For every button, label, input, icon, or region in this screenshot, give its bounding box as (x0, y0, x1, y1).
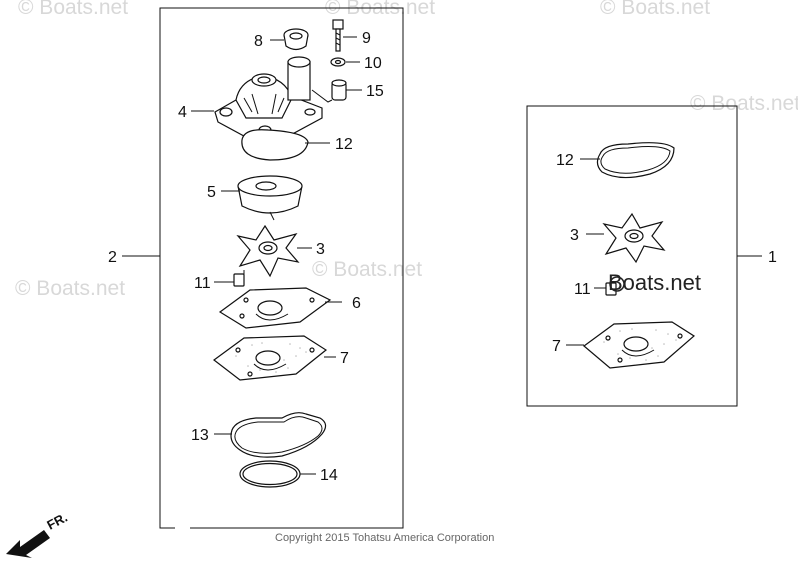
watermark-logo: Boats.net (608, 270, 701, 295)
kit-part-12-o-ring (580, 142, 675, 179)
callout-11-kit: 11 (574, 281, 591, 298)
front-label: FR. (44, 510, 70, 533)
watermark: © Boats.net (325, 0, 435, 19)
callout-12-kit: 12 (556, 152, 574, 169)
part-10-washer (330, 57, 360, 67)
watermark: © Boats.net (600, 0, 710, 19)
callout-7: 7 (340, 350, 349, 367)
part-14-o-ring (239, 460, 316, 488)
kit-part-11-key (594, 282, 617, 296)
part-13-gasket (214, 412, 327, 458)
callout-5: 5 (207, 184, 216, 201)
part-4-pump-housing (191, 56, 333, 143)
part-11-key (214, 270, 245, 287)
watermark: © Boats.net (690, 92, 798, 115)
callout-7-kit: 7 (552, 338, 561, 355)
callout-8: 8 (254, 33, 263, 50)
callout-9: 9 (362, 30, 371, 47)
part-5-liner (221, 175, 303, 221)
callout-3: 3 (316, 241, 325, 258)
part-3-impeller (236, 224, 312, 278)
front-arrow-icon (6, 530, 50, 558)
watermark: © Boats.net (15, 277, 125, 300)
part-12-o-ring (241, 129, 330, 161)
callout-1: 1 (768, 249, 777, 266)
watermark-layer: © Boats.net © Boats.net © Boats.net © Bo… (15, 0, 798, 300)
part-15-sleeve (331, 79, 362, 101)
part-9-bolt (332, 19, 357, 52)
callout-4: 4 (178, 104, 187, 121)
callout-15: 15 (366, 83, 384, 100)
watermark: © Boats.net (312, 258, 422, 281)
kit-part-3-impeller (586, 212, 666, 264)
callout-6: 6 (352, 295, 361, 312)
part-6-plate (218, 287, 342, 329)
callout-14: 14 (320, 467, 338, 484)
copyright-text: Copyright 2015 Tohatsu America Corporati… (275, 532, 494, 544)
callout-3-kit: 3 (570, 227, 579, 244)
watermark: © Boats.net (18, 0, 128, 19)
front-direction-indicator: FR. (6, 510, 70, 558)
kit-frame-left (159, 7, 404, 529)
callout-labels: 1 2 3 3 4 5 6 7 7 8 9 10 11 11 12 12 13 … (108, 30, 777, 484)
callout-10: 10 (364, 55, 382, 72)
callout-12: 12 (335, 136, 353, 153)
callout-11: 11 (194, 275, 211, 292)
callout-13: 13 (191, 427, 209, 444)
watermark-logo-mark (609, 276, 625, 292)
kit-part-7-gasket (566, 321, 696, 369)
gasket-texture (235, 342, 307, 373)
callout-2: 2 (108, 249, 117, 266)
part-8-cap (270, 28, 309, 51)
part-7-gasket (213, 335, 336, 381)
kit-gasket-texture (603, 328, 677, 361)
